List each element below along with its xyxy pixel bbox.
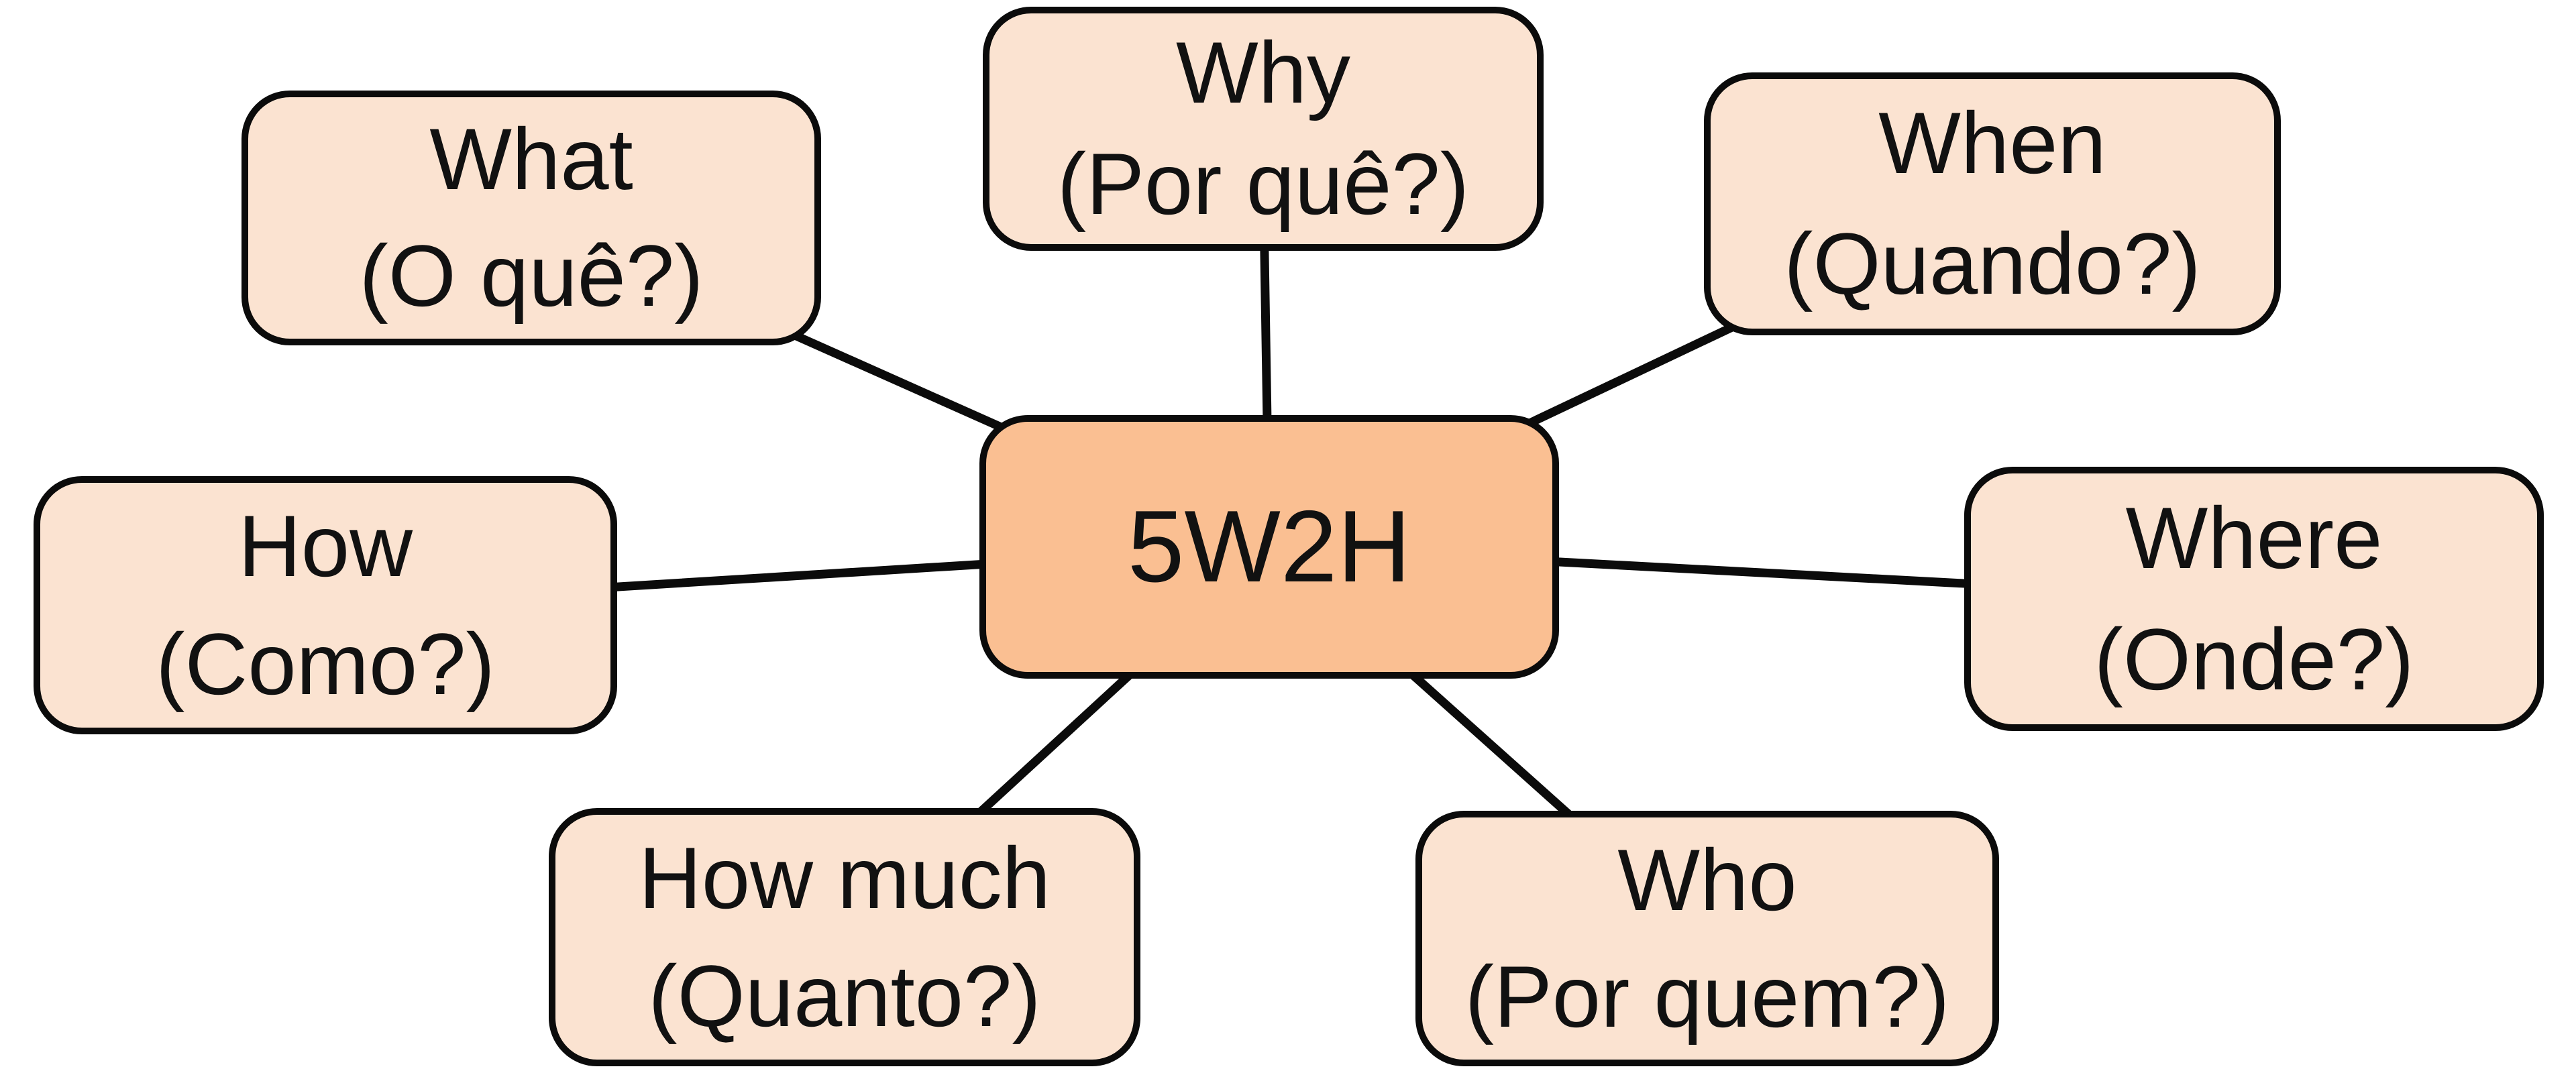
node-what-label-pt: (O quê?) [359, 227, 704, 325]
node-why: Why (Por quê?) [983, 7, 1544, 251]
node-what: What (O quê?) [241, 91, 821, 345]
node-why-label-en: Why [1176, 23, 1350, 122]
node-who-label-pt: (Por quem?) [1464, 948, 1950, 1046]
node-how-much: How much (Quanto?) [549, 808, 1140, 1066]
node-who-label-en: Who [1617, 830, 1797, 929]
node-how-label-pt: (Como?) [156, 615, 495, 714]
node-what-label-en: What [429, 110, 633, 209]
node-who: Who (Por quem?) [1415, 811, 1999, 1066]
hub-label: 5W2H [1127, 490, 1411, 604]
node-where-label-pt: (Onde?) [2094, 610, 2414, 708]
node-when: When (Quando?) [1704, 72, 2281, 335]
node-hub-5w2h: 5W2H [979, 415, 1559, 679]
node-where: Where (Onde?) [1964, 467, 2544, 731]
node-how-label-en: How [237, 496, 413, 595]
node-why-label-pt: (Por quê?) [1057, 135, 1470, 233]
node-how-much-label-pt: (Quanto?) [648, 947, 1041, 1045]
node-where-label-en: Where [2125, 488, 2383, 587]
node-when-label-pt: (Quando?) [1784, 215, 2201, 313]
node-when-label-en: When [1878, 94, 2106, 192]
node-how: How (Como?) [34, 476, 617, 734]
node-how-much-label-en: How much [638, 828, 1051, 927]
